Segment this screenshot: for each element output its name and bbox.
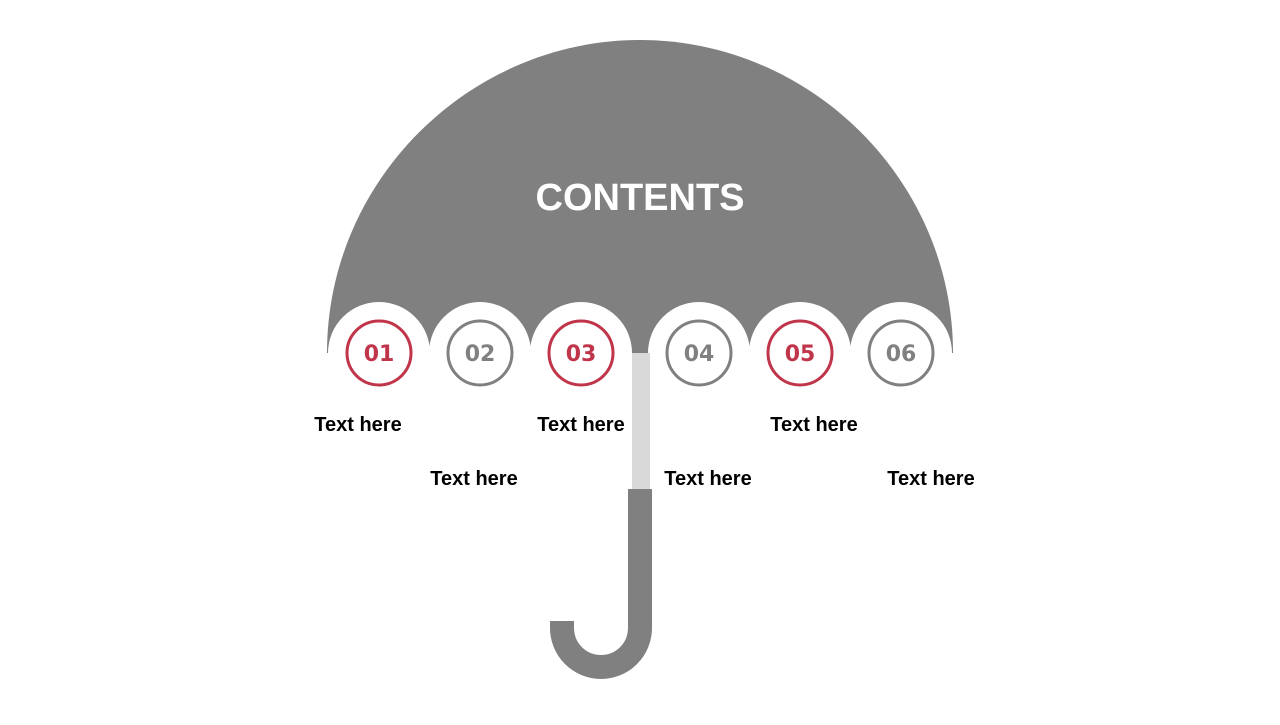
item-label-04: Text here <box>664 468 752 490</box>
item-label-02: Text here <box>430 468 518 490</box>
item-circle-01 <box>345 319 413 387</box>
item-label-05: Text here <box>770 414 858 436</box>
number-circles: 01 02 03 04 05 06 <box>345 319 935 387</box>
item-number-02: 02 <box>465 342 496 367</box>
item-label-06: Text here <box>887 468 975 490</box>
page-title: CONTENTS <box>536 177 745 219</box>
item-number-01: 01 <box>364 342 395 367</box>
item-circle-05 <box>766 319 834 387</box>
item-circle-03 <box>547 319 615 387</box>
item-number-06: 06 <box>886 342 917 367</box>
umbrella-handle <box>550 489 652 679</box>
item-number-04: 04 <box>684 342 715 367</box>
item-circle-02 <box>446 319 514 387</box>
item-label-03: Text here <box>537 414 625 436</box>
umbrella-canopy <box>327 40 953 353</box>
item-label-01: Text here <box>314 414 402 436</box>
item-circle-04 <box>665 319 733 387</box>
item-circle-06 <box>867 319 935 387</box>
item-number-05: 05 <box>785 342 816 367</box>
item-number-03: 03 <box>566 342 597 367</box>
umbrella-shaft <box>632 353 650 493</box>
